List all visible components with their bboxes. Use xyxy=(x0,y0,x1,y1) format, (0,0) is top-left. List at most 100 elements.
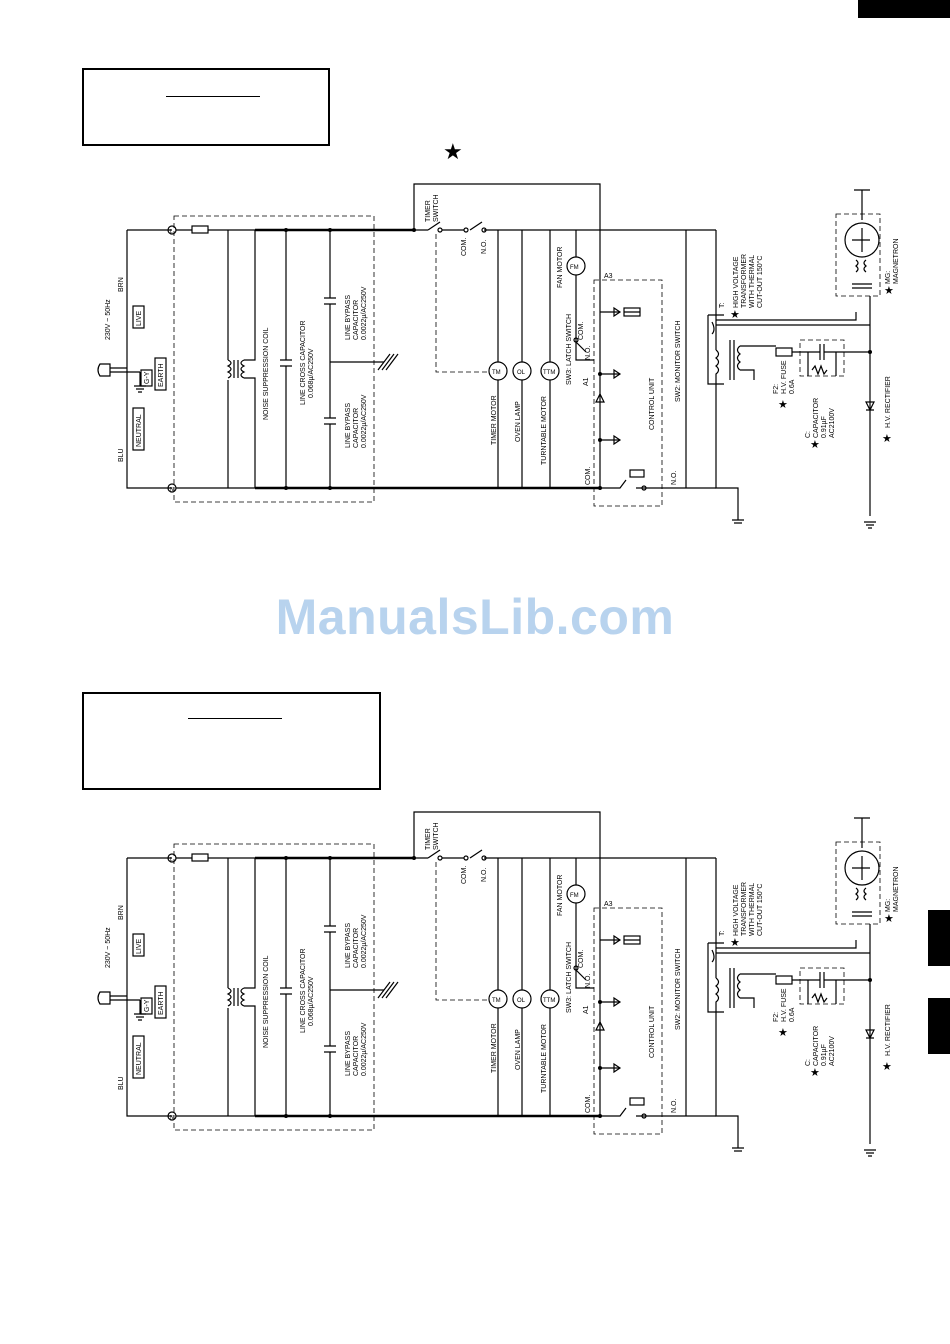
earth-box xyxy=(154,985,167,1019)
bypass-lower-label-2: CAPACITOR xyxy=(353,1036,360,1076)
tm-label: TM xyxy=(492,998,501,1004)
magnetron-antenna xyxy=(852,189,870,252)
fan-motor-label: FAN MOTOR xyxy=(557,875,564,916)
bleeder-resistor-icon xyxy=(807,980,837,1004)
bypass-capacitor-icon xyxy=(324,230,384,488)
cu-relay-switch-icon xyxy=(600,1107,716,1117)
gy-box xyxy=(140,369,153,387)
control-unit-label: CONTROL UNIT xyxy=(649,1005,656,1058)
transformer-label-4: WITH THERMAL xyxy=(749,255,756,308)
terminal-n-label: N xyxy=(170,1115,174,1121)
transformer-label-5: CUT-OUT 150°C xyxy=(756,256,764,308)
gy-box xyxy=(140,997,153,1015)
hv-fuse-icon xyxy=(775,975,793,985)
transformer-frame xyxy=(707,942,724,1013)
earth-icon xyxy=(110,995,146,1021)
transformer-label-1: T: xyxy=(719,931,726,937)
live-label: LIVE xyxy=(136,310,143,326)
timer-switch-label-2: SWITCH xyxy=(433,822,440,850)
ground-icon xyxy=(732,519,744,524)
a1-label: A1 xyxy=(583,377,590,386)
fuse-icon xyxy=(191,853,209,862)
wiring-diagram-top: L N LIVE EARTH G-Y NEUTRAL 230V ~ 50Hz B… xyxy=(97,183,900,529)
transformer-core xyxy=(729,340,735,380)
timer-link-dash xyxy=(435,862,490,1001)
timer-motor-label: TIMER MOTOR xyxy=(491,395,498,445)
blu-label: BLU xyxy=(118,1076,125,1090)
fuse-label-3: 0.6A xyxy=(789,379,796,394)
cross-capacitor-icon xyxy=(280,858,292,1116)
capacitor-label-3: 0.91µF xyxy=(821,1044,828,1066)
live-label: LIVE xyxy=(136,938,143,954)
turntable-motor-label: TURNTABLE MOTOR xyxy=(541,1024,548,1093)
control-unit-box xyxy=(593,279,663,507)
star-icon: ★ xyxy=(884,284,894,297)
star-icon: ★ xyxy=(730,308,740,321)
sw3-com-label: COM. xyxy=(578,950,585,968)
fuse-label-2: H.V. FUSE xyxy=(781,360,788,394)
transformer-label-3: TRANSFORMER xyxy=(741,882,748,936)
oven-lamp-label: OVEN LAMP xyxy=(515,401,522,442)
cross-cap-label-2: 0.068µ/AC250V xyxy=(308,976,315,1026)
oven-lamp-label: OVEN LAMP xyxy=(515,1029,522,1070)
gy-label: G-Y xyxy=(144,999,151,1012)
timer-switch-label-2: SWITCH xyxy=(433,194,440,222)
blu-label: BLU xyxy=(118,448,125,462)
hv-capacitor-icon xyxy=(819,972,825,988)
wiring-diagram-bottom: L N LIVE EARTH G-Y NEUTRAL 230V ~ 50Hz B… xyxy=(97,811,900,1157)
voltage-label: 230V ~ 50Hz xyxy=(105,299,112,340)
mains-wire xyxy=(126,857,172,1117)
magnetron-label-1: MG: xyxy=(885,899,892,912)
bypass-lower-label-3: 0.0022µ/AC250V xyxy=(361,1022,368,1076)
coil-wire xyxy=(244,858,256,1116)
bypass-upper-label-2: CAPACITOR xyxy=(353,300,360,340)
rectifier-label: H.V. RECTIFIER xyxy=(885,1004,892,1056)
turntable-motor-label: TURNTABLE MOTOR xyxy=(541,396,548,465)
sw2-no-label: N.O. xyxy=(671,1099,678,1113)
sw3-com-label: COM. xyxy=(578,322,585,340)
fm-label: FM xyxy=(570,265,579,271)
transformer-secondary-icon xyxy=(736,973,776,1008)
hv-fuse-icon xyxy=(775,347,793,357)
cu-resistor-icon xyxy=(623,935,641,945)
plug-icon xyxy=(97,363,111,377)
fan-motor-label: FAN MOTOR xyxy=(557,247,564,288)
magnetron-box xyxy=(835,213,881,297)
bypass-lower-label-1: LINE BYPASS xyxy=(345,403,352,448)
cu-relay-coil-icon xyxy=(629,469,645,478)
timer-switch-icon xyxy=(414,221,441,231)
fuse-label-3: 0.6A xyxy=(789,1007,796,1022)
magnetron-antenna xyxy=(852,817,870,880)
capacitor-label-4: AC2100V xyxy=(829,1036,836,1066)
bus-wire xyxy=(255,228,600,490)
cu-diode-icon xyxy=(613,934,622,1074)
bypass-capacitor-icon xyxy=(324,858,384,1116)
timer-switch-label-1: TIMER xyxy=(425,200,432,222)
turntable-motor-icon xyxy=(540,361,560,381)
noise-coil-icon xyxy=(226,359,246,379)
capacitor-label-1: C: xyxy=(805,431,812,438)
main-wire xyxy=(442,221,717,320)
fm-wire xyxy=(575,230,594,361)
ol-label: OL xyxy=(517,370,526,376)
magnetron-filament xyxy=(852,887,872,917)
coil-core xyxy=(233,360,239,378)
transformer-label-1: T: xyxy=(719,303,726,309)
voltage-label: 230V ~ 50Hz xyxy=(105,927,112,968)
magnetron-label-2: MAGNETRON xyxy=(893,239,900,285)
hv-capacitor-box xyxy=(799,339,845,377)
neutral-label: NEUTRAL xyxy=(136,414,143,447)
brn-label: BRN xyxy=(118,277,125,292)
star-icon: ★ xyxy=(882,432,892,445)
transformer-label-4: WITH THERMAL xyxy=(749,883,756,936)
live-box xyxy=(132,305,145,329)
fan-motor-icon xyxy=(566,256,586,276)
terminal-n-label: N xyxy=(170,487,174,493)
ground-hatch-icon xyxy=(377,353,399,371)
cu-diode-icon xyxy=(595,392,605,403)
coil-wire xyxy=(244,230,256,488)
earth-label: EARTH xyxy=(158,363,165,387)
magnetron-icon xyxy=(844,850,880,886)
latch-switch-icon xyxy=(575,969,587,981)
page-edge-tab-top xyxy=(858,0,950,18)
